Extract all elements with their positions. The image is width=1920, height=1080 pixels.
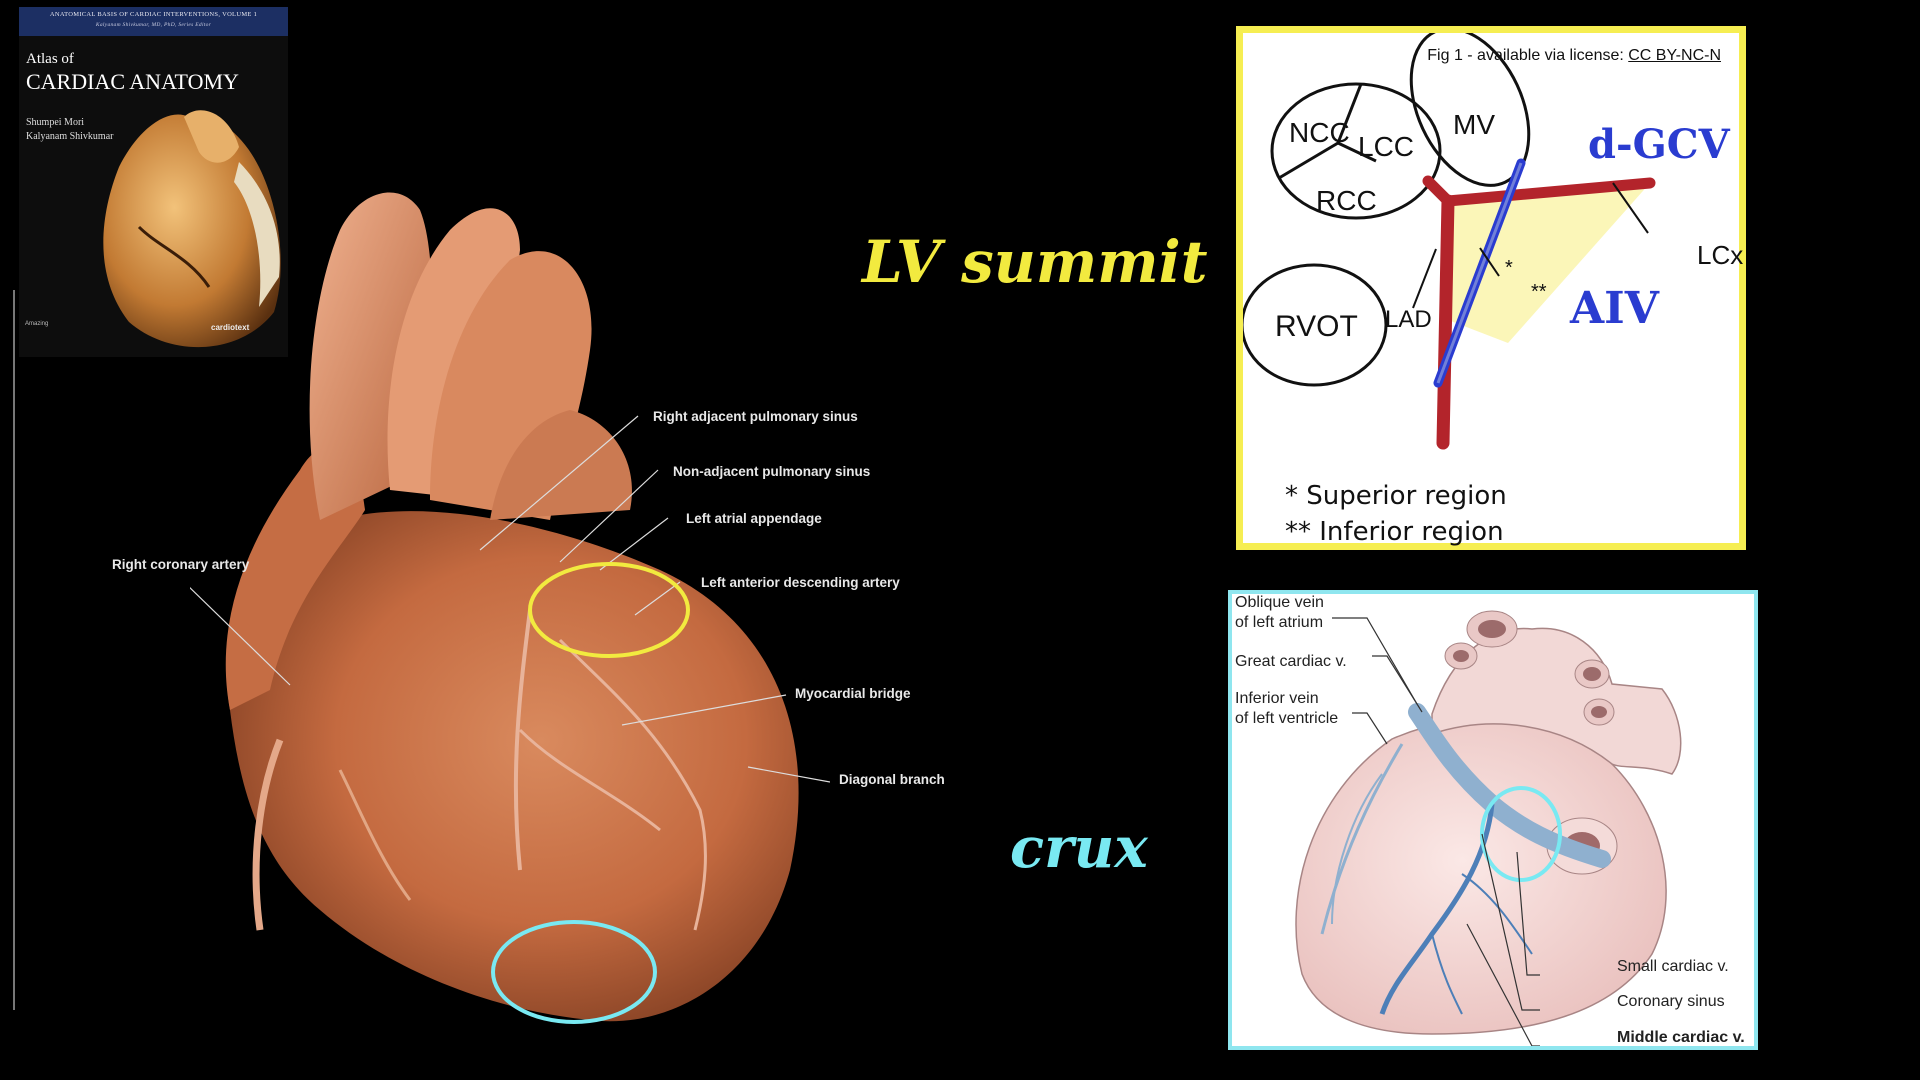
label-middle-cardiac-vein: Middle cardiac v.	[1617, 1029, 1745, 1046]
book-publisher-left: Amazing	[25, 321, 49, 327]
book-author-2: Kalyanam Shivkumar	[26, 131, 114, 142]
book-heart-photo	[103, 110, 281, 348]
label-oblique-vein-line2: of left atrium	[1235, 614, 1324, 631]
heart-specimen-image	[190, 192, 830, 1022]
rcc-label: RCC	[1316, 185, 1377, 216]
label-great-cardiac-vein: Great cardiac v.	[1235, 653, 1347, 670]
label-small-cardiac-vein: Small cardiac v.	[1617, 958, 1729, 975]
superior-star: *	[1505, 257, 1513, 279]
book-title-line1: Atlas of	[26, 51, 74, 67]
ncc-label: NCC	[1289, 117, 1350, 148]
label-non-adjacent-pulmonary-sinus: Non-adjacent pulmonary sinus	[673, 464, 871, 479]
book-publisher-right: cardiotext	[211, 323, 250, 332]
label-myocardial-bridge: Myocardial bridge	[795, 686, 911, 701]
label-inferior-vein-line2: of left ventricle	[1235, 710, 1339, 727]
book-cover: ANATOMICAL BASIS OF CARDIAC INTERVENTION…	[19, 7, 288, 357]
book-series-editor: Kalyanam Shivkumar, MD, PhD, Series Edit…	[95, 22, 212, 28]
schematic-diagram	[1243, 33, 1656, 450]
lv-summit-highlight-ellipse	[528, 562, 690, 658]
book-title-line2: CARDIAC ANATOMY	[26, 69, 239, 94]
cardiac-veins-panel: Oblique vein of left atrium Great cardia…	[1228, 590, 1758, 1050]
crux-highlight-ellipse	[491, 920, 657, 1024]
book-author-1: Shumpei Mori	[26, 117, 85, 128]
legend-inferior-region: ** Inferior region	[1285, 517, 1504, 547]
mv-label: MV	[1453, 109, 1495, 140]
label-coronary-sinus: Coronary sinus	[1617, 993, 1725, 1010]
label-left-anterior-descending-artery: Left anterior descending artery	[701, 575, 900, 590]
figure-caption-text: Fig 1 - available via license:	[1427, 47, 1629, 64]
figure-caption: Fig 1 - available via license: CC BY-NC-…	[1427, 47, 1721, 65]
lv-summit-title: LV summit	[862, 228, 1208, 296]
label-left-atrial-appendage: Left atrial appendage	[686, 511, 822, 526]
label-diagonal-branch: Diagonal branch	[839, 772, 945, 787]
lv-summit-schematic-panel: Fig 1 - available via license: CC BY-NC-…	[1236, 26, 1746, 550]
label-right-coronary-artery: Right coronary artery	[112, 557, 250, 572]
divider-line	[13, 290, 15, 1010]
aiv-label: AIV	[1570, 283, 1659, 334]
crux-title: crux	[1010, 815, 1148, 881]
legend-superior-region: * Superior region	[1285, 481, 1507, 511]
dgcv-label: d-GCV	[1588, 121, 1730, 168]
inferior-stars: **	[1531, 281, 1547, 303]
book-series-band	[19, 7, 288, 36]
license-link[interactable]: CC BY-NC-N	[1628, 47, 1721, 64]
cardiac-veins-illustration	[1295, 610, 1682, 1046]
rvot-label: RVOT	[1275, 310, 1358, 343]
lcx-label: LCx	[1697, 240, 1744, 270]
lad-label: LAD	[1385, 306, 1432, 333]
label-inferior-vein-line1: Inferior vein	[1235, 690, 1319, 707]
label-right-adjacent-pulmonary-sinus: Right adjacent pulmonary sinus	[653, 409, 858, 424]
lcc-label: LCC	[1358, 131, 1415, 162]
book-series-title: ANATOMICAL BASIS OF CARDIAC INTERVENTION…	[49, 11, 258, 18]
label-oblique-vein-line1: Oblique vein	[1235, 594, 1324, 611]
